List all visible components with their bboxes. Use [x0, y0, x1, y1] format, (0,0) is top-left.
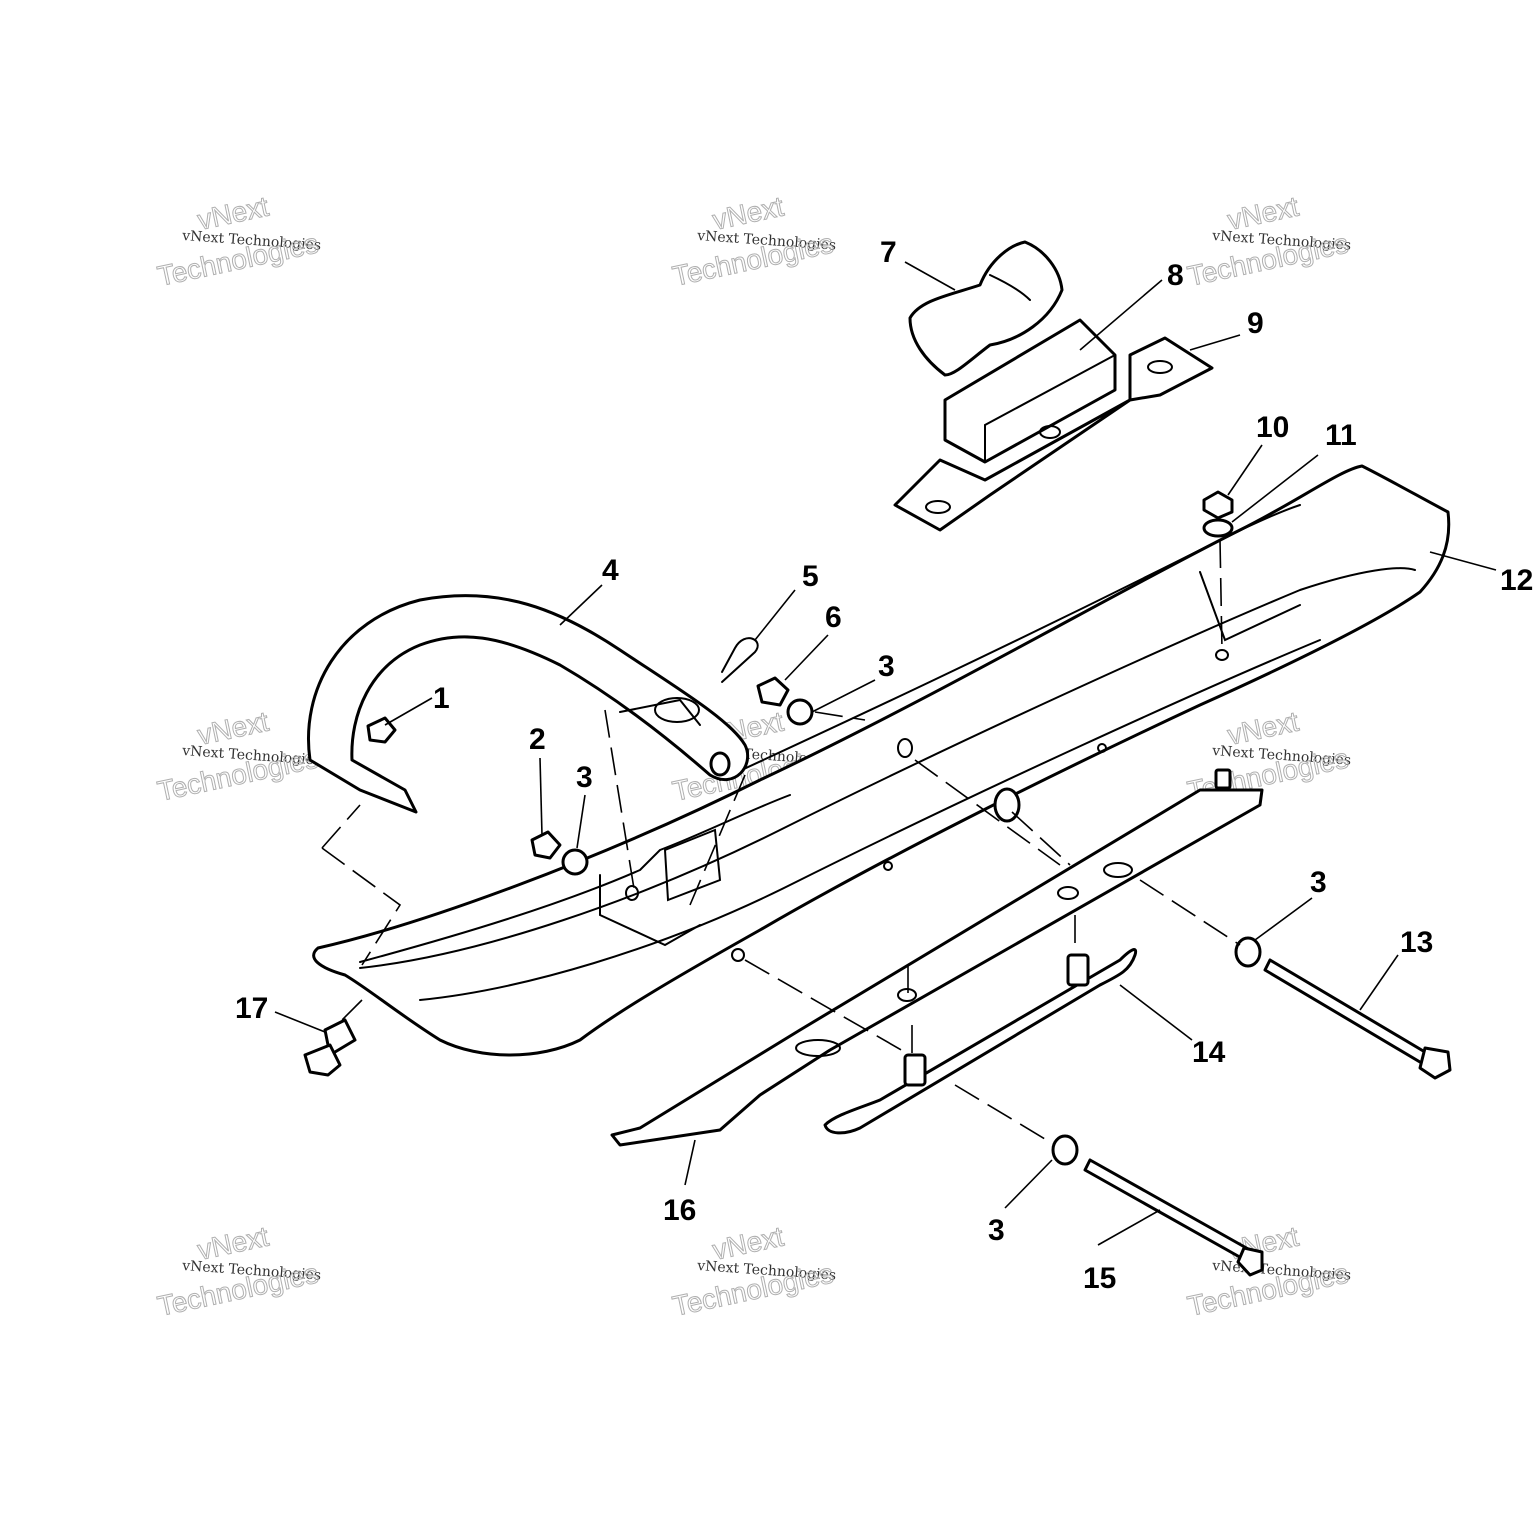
callout-3-washer-right: 3 [1310, 866, 1327, 899]
callout-12: 12 [1500, 564, 1533, 597]
callout-11: 11 [1325, 419, 1357, 452]
assembly-lines [321, 539, 1241, 1146]
bolt-17 [303, 1018, 357, 1077]
saddle-base-plate [893, 336, 1214, 532]
callout-17: 17 [235, 992, 268, 1025]
cotter-pin-5 [721, 637, 759, 683]
callout-10: 10 [1256, 411, 1289, 444]
watermark-bottom-left: vNext vNext Technologies Technologies [154, 1220, 321, 1322]
bolt-13 [1234, 936, 1452, 1080]
watermark-top-left: vNext vNext Technologies Technologies [154, 190, 321, 292]
watermark-top-right: vNext vNext Technologies Technologies [1184, 190, 1351, 292]
washer-3b [786, 698, 814, 726]
watermark-mid-left: vNext vNext Technologies Technologies [154, 705, 321, 807]
bolt-15 [1051, 1134, 1264, 1277]
saddle-pad [908, 240, 1064, 377]
callout-15: 15 [1083, 1262, 1116, 1295]
leader-lines [274, 261, 1497, 1246]
nut-2 [530, 830, 562, 860]
callout-9: 9 [1247, 307, 1264, 340]
callout-8: 8 [1167, 259, 1184, 292]
callout-13: 13 [1400, 926, 1433, 959]
callout-6: 6 [825, 601, 842, 634]
ski-handle [307, 594, 750, 814]
callout-3-washer-left: 3 [576, 761, 593, 794]
nut-6 [756, 676, 790, 707]
nut-10 [1202, 490, 1234, 520]
washer-11 [1202, 518, 1234, 538]
callout-labels: 1 2 3 3 3 3 4 5 6 7 8 9 10 11 12 13 14 1… [235, 236, 1533, 1295]
carbide-runner [823, 768, 1232, 1135]
callout-1: 1 [433, 682, 450, 715]
callout-3-washer-bottom: 3 [988, 1214, 1005, 1247]
saddle-bracket [943, 318, 1117, 464]
callout-14: 14 [1192, 1036, 1226, 1069]
watermark-top-center: vNext vNext Technologies Technologies [669, 190, 836, 292]
callout-16: 16 [663, 1194, 696, 1227]
ski-body [312, 464, 1451, 1057]
callout-2: 2 [529, 723, 546, 756]
callout-5: 5 [802, 560, 819, 593]
callout-4: 4 [602, 554, 619, 587]
watermark-bottom-center: vNext vNext Technologies Technologies [669, 1220, 836, 1322]
callout-7: 7 [880, 236, 897, 269]
wear-bar-left [610, 788, 1264, 1147]
washer-3a [561, 848, 589, 876]
callout-3-washer-top: 3 [878, 650, 895, 683]
